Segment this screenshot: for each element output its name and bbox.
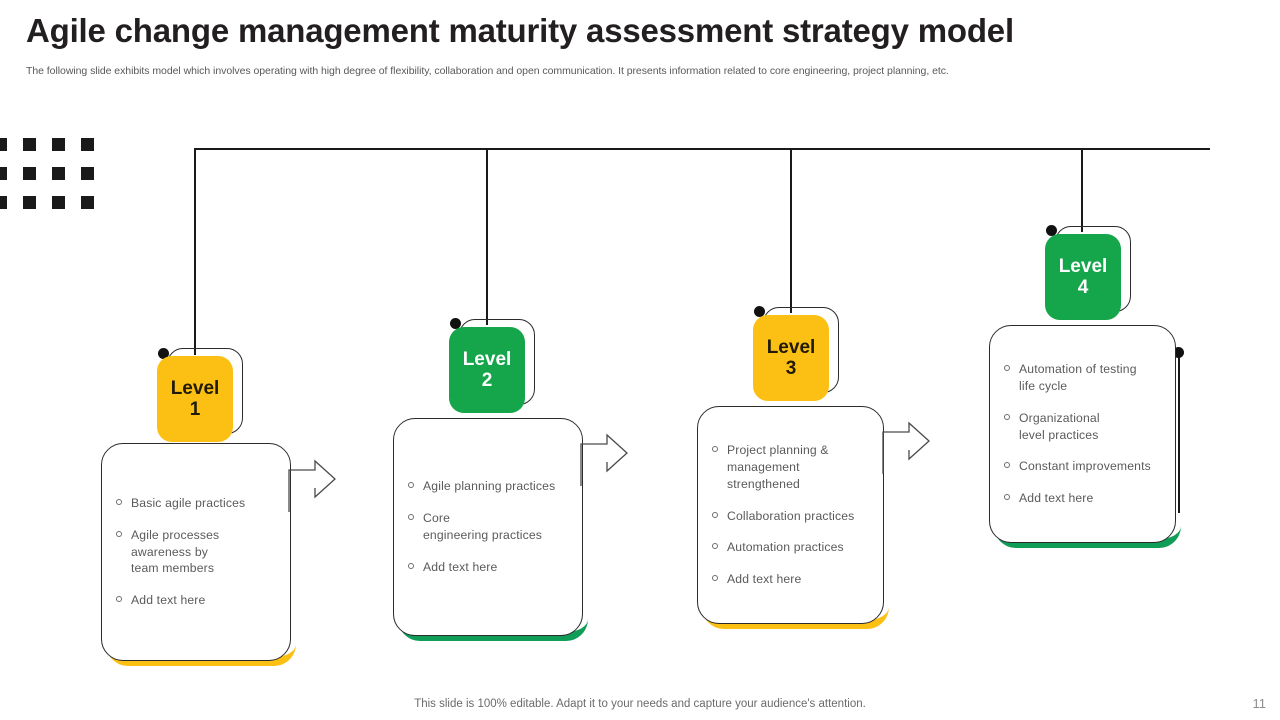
level-badge-1-line2: 1 <box>189 399 201 420</box>
bullet-marker-icon <box>408 514 414 521</box>
connector-drop-level-2 <box>486 148 488 325</box>
bullet-marker-icon <box>408 562 414 569</box>
connector-drop-level-4 <box>1081 148 1083 232</box>
level-card-4[interactable]: Automation of testing life cycle Organiz… <box>989 325 1181 548</box>
list-item: Agile planning practices <box>408 478 570 495</box>
level-badge-3-line2: 3 <box>785 358 797 379</box>
page-title: Agile change management maturity assessm… <box>26 12 1014 49</box>
list-item: Add text here <box>1004 490 1163 507</box>
level-badge-4-line2: 4 <box>1077 277 1089 298</box>
bullet-text: Constant improvements <box>1019 459 1151 474</box>
list-item: Collaboration practices <box>712 508 871 525</box>
level-card-4-bullets: Automation of testing life cycle Organiz… <box>1004 326 1163 542</box>
list-item: Project planning & management strengthen… <box>712 442 871 492</box>
node-dot-level-1 <box>158 348 169 359</box>
bullet-marker-icon <box>712 446 718 453</box>
bullet-marker-icon <box>1004 462 1010 469</box>
node-dot-level-3 <box>754 306 765 317</box>
bullet-text: Add text here <box>727 572 802 587</box>
list-item: Automation practices <box>712 539 871 556</box>
level-card-1-accent <box>106 448 296 666</box>
bullet-text: Project planning & management strengthen… <box>727 443 829 491</box>
flow-arrow-1-to-2 <box>288 459 336 512</box>
bullet-marker-icon <box>712 543 718 550</box>
level-badge-4-line1: Level <box>1058 255 1108 277</box>
bullet-marker-icon <box>116 530 122 537</box>
list-item: Add text here <box>408 559 570 576</box>
level-badge-4-body: Level 4 <box>1045 234 1121 320</box>
bullet-text: Agile planning practices <box>423 479 556 494</box>
flow-arrow-2-to-3 <box>580 433 628 486</box>
level-badge-3-body: Level 3 <box>753 315 829 401</box>
list-item: Add text here <box>712 571 871 588</box>
level-badge-2-line1: Level <box>462 348 512 370</box>
list-item: Core engineering practices <box>408 510 570 544</box>
level-card-2-bullets: Agile planning practices Core engineerin… <box>408 419 570 635</box>
bullet-marker-icon <box>712 511 718 518</box>
bullet-marker-icon <box>1004 365 1010 372</box>
bullet-text: Organizational level practices <box>1019 410 1100 442</box>
node-dot-level-2 <box>450 318 461 329</box>
bullet-marker-icon <box>1004 494 1010 501</box>
level-card-1[interactable]: Basic agile practices Agile processes aw… <box>101 443 296 666</box>
level-card-1-bullets: Basic agile practices Agile processes aw… <box>116 444 278 660</box>
bullet-text: Add text here <box>423 559 498 574</box>
footer-note: This slide is 100% editable. Adapt it to… <box>414 698 866 710</box>
list-item: Add text here <box>116 592 278 609</box>
level-card-1-body: Basic agile practices Agile processes aw… <box>101 443 291 661</box>
bullet-text: Core engineering practices <box>423 511 543 542</box>
bullet-text: Collaboration practices <box>727 508 855 523</box>
node-dot-level-4-trailing <box>1173 347 1184 358</box>
list-item: Basic agile practices <box>116 495 278 512</box>
bullet-text: Basic agile practices <box>131 495 246 510</box>
bullet-marker-icon <box>116 596 122 603</box>
bullet-marker-icon <box>116 498 122 505</box>
bullet-marker-icon <box>1004 413 1010 420</box>
connector-trailing-level-4 <box>1178 353 1180 513</box>
node-dot-level-4 <box>1046 225 1057 236</box>
level-badge-3-line1: Level <box>766 336 816 358</box>
bullet-text: Agile processes awareness by team member… <box>131 527 220 576</box>
connector-rail-horizontal <box>194 148 1210 150</box>
bullet-text: Add text here <box>1019 491 1094 506</box>
level-card-2-body: Agile planning practices Core engineerin… <box>393 418 583 636</box>
list-item: Organizational level practices <box>1004 410 1163 444</box>
level-card-2[interactable]: Agile planning practices Core engineerin… <box>393 418 588 641</box>
level-badge-1-line1: Level <box>170 377 220 399</box>
connector-drop-level-1 <box>194 148 196 355</box>
flow-arrow-3-to-4 <box>882 421 930 474</box>
list-item: Agile processes awareness by team member… <box>116 527 278 577</box>
level-card-2-accent <box>398 423 588 641</box>
bullet-marker-icon <box>712 575 718 582</box>
bullet-text: Automation of testing life cycle <box>1019 362 1137 393</box>
page-number: 11 <box>1252 696 1267 711</box>
bullet-text: Add text here <box>131 593 206 608</box>
level-card-3-body: Project planning & management strengthen… <box>697 406 884 624</box>
bullet-marker-icon <box>408 482 414 489</box>
level-card-3-bullets: Project planning & management strengthen… <box>712 407 871 623</box>
level-card-4-body: Automation of testing life cycle Organiz… <box>989 325 1176 543</box>
bullet-text: Automation practices <box>727 540 844 555</box>
connector-drop-level-3 <box>790 148 792 313</box>
level-card-3[interactable]: Project planning & management strengthen… <box>697 406 889 629</box>
level-card-3-accent <box>702 411 889 629</box>
list-item: Automation of testing life cycle <box>1004 361 1163 395</box>
level-badge-1-body: Level 1 <box>157 356 233 442</box>
page-subtitle: The following slide exhibits model which… <box>26 65 949 77</box>
level-badge-2-line2: 2 <box>481 370 493 391</box>
list-item: Constant improvements <box>1004 458 1163 475</box>
level-badge-2-body: Level 2 <box>449 327 525 413</box>
level-card-4-accent <box>994 330 1181 548</box>
